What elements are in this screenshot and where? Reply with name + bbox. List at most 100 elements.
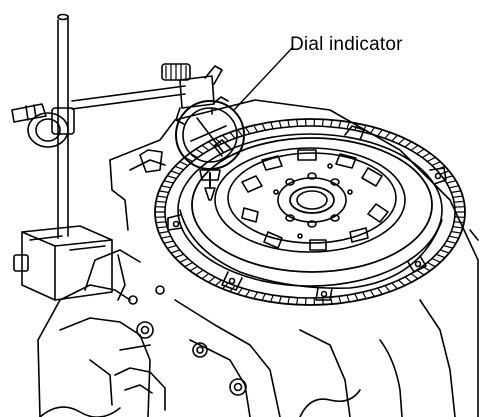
gear-tooth	[179, 161, 189, 167]
gear-tooth	[346, 294, 350, 303]
gear-tooth	[158, 190, 170, 194]
gear-tooth	[426, 261, 436, 268]
gear-tooth	[453, 200, 465, 203]
gear-tooth	[155, 200, 167, 203]
gear-tooth	[253, 291, 258, 300]
gear-tooth	[443, 244, 454, 249]
gear-tooth	[330, 119, 333, 128]
gear-tooth	[448, 185, 460, 189]
gear-tooth	[338, 295, 342, 304]
gear-tooth	[214, 137, 223, 145]
gear-tooth	[214, 279, 223, 287]
horizontal-arm	[71, 85, 186, 110]
gear-tooth	[166, 244, 177, 249]
gear-tooth	[404, 276, 413, 283]
gear-tooth	[416, 148, 425, 155]
gear-tooth	[189, 265, 199, 272]
gear-tooth	[229, 131, 236, 139]
gear-tooth	[189, 152, 199, 159]
gear-tooth	[174, 165, 185, 171]
gear-tooth	[158, 230, 170, 234]
gear-tooth	[452, 195, 464, 198]
gear-tooth	[384, 285, 391, 293]
gear-tooth	[170, 249, 181, 254]
gear-tooth	[391, 282, 399, 290]
gear-tooth	[270, 294, 274, 303]
gear-tooth	[195, 148, 204, 155]
gear-tooth	[253, 124, 258, 133]
gear-tooth	[184, 156, 194, 163]
gear-tooth	[410, 144, 419, 151]
gear-tooth	[321, 297, 324, 306]
gear-tooth	[278, 120, 282, 129]
gear-tooth	[174, 253, 185, 259]
gear-tooth	[397, 279, 406, 287]
magnetic-base	[13, 225, 113, 301]
gear-tooth	[369, 289, 375, 298]
gear-tooth	[453, 221, 465, 224]
gear-tooth	[237, 287, 243, 295]
gear-tooth	[201, 273, 210, 280]
gear-tooth	[362, 291, 367, 300]
gear-tooth	[245, 126, 251, 135]
gear-tooth	[446, 180, 457, 184]
gear-tooth	[354, 293, 359, 301]
gear-tooth	[431, 161, 441, 167]
gear-tooth	[377, 287, 383, 295]
gear-tooth	[431, 257, 441, 263]
gear-tooth	[426, 156, 436, 163]
gear-tooth	[207, 276, 216, 283]
gear-tooth	[397, 137, 406, 145]
gear-tooth	[287, 296, 290, 305]
gear-tooth	[270, 121, 274, 130]
gear-tooth	[410, 273, 419, 280]
gear-tooth	[321, 118, 324, 127]
rod-clamp	[11, 103, 75, 148]
gear-tooth	[421, 152, 431, 159]
flywheel-face	[214, 147, 406, 253]
gear-tooth	[384, 131, 391, 139]
engine-block	[37, 99, 479, 417]
indicator-clamp	[161, 63, 223, 125]
gear-tooth	[296, 297, 299, 306]
gear-tooth	[287, 119, 290, 128]
gear-tooth	[450, 190, 462, 194]
gear-tooth	[278, 295, 282, 304]
gear-tooth	[377, 129, 383, 137]
gear-tooth	[221, 134, 229, 142]
gear-tooth	[156, 195, 168, 198]
gear-tooth	[346, 121, 350, 130]
gear-tooth	[448, 235, 460, 239]
gear-tooth	[201, 144, 210, 151]
gear-tooth	[170, 170, 181, 175]
ring-gear	[154, 118, 466, 306]
gear-tooth	[391, 134, 399, 142]
gear-tooth	[184, 261, 194, 268]
gear-tooth	[404, 141, 413, 148]
gear-tooth	[261, 293, 266, 301]
gear-tooth	[450, 230, 462, 234]
callout-leader-line	[233, 47, 293, 111]
gear-tooth	[237, 129, 243, 137]
gear-tooth	[439, 249, 450, 254]
gear-tooth	[338, 120, 342, 129]
gear-tooth	[166, 175, 177, 180]
gear-tooth	[160, 185, 172, 189]
clutch-cover	[167, 125, 447, 301]
gear-tooth	[435, 253, 446, 259]
gear-tooth	[369, 126, 375, 135]
gear-tooth	[446, 240, 457, 244]
gear-tooth	[155, 221, 167, 224]
gear-tooth	[163, 180, 174, 184]
gear-tooth	[416, 269, 425, 276]
dial-indicator-label: Dial indicator	[290, 34, 403, 55]
gear-tooth	[163, 240, 174, 244]
gear-tooth	[156, 226, 168, 229]
gear-tooth	[195, 269, 204, 276]
gear-tooth	[179, 257, 189, 263]
gear-tooth	[261, 123, 266, 131]
gear-tooth	[452, 226, 464, 229]
gear-tooth	[296, 118, 299, 127]
